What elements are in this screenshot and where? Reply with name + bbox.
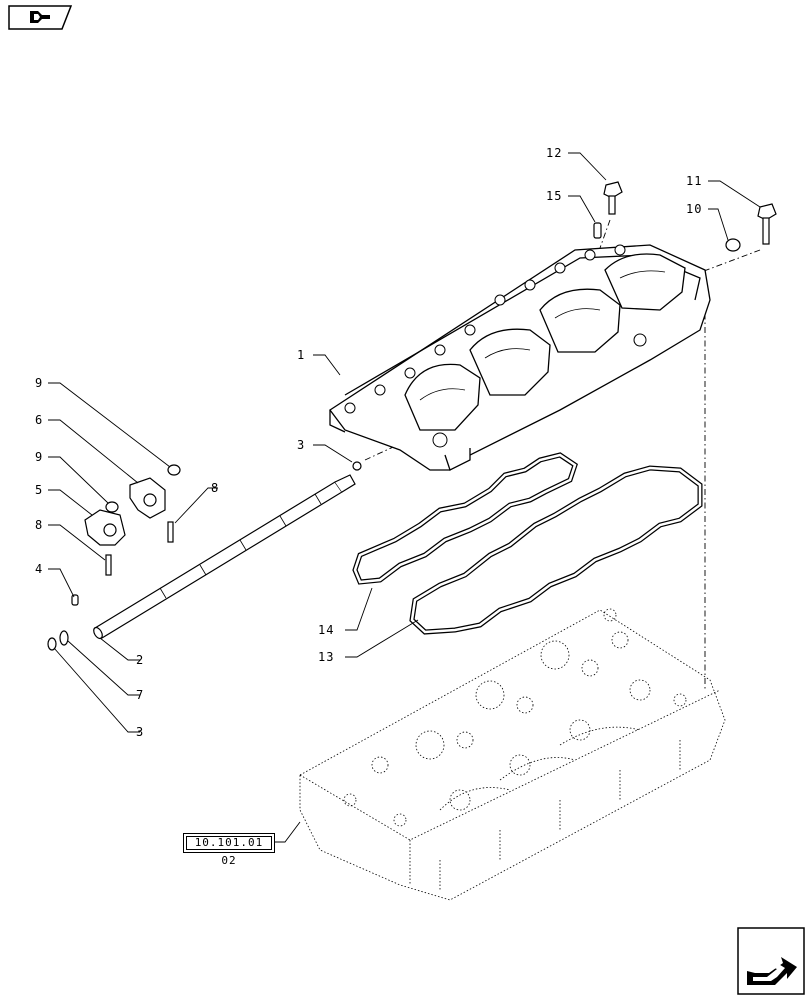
callout-5: 5 [35,483,43,497]
gasket-14 [352,452,578,585]
rocker-arm-6 [129,477,166,519]
next-page-arrow-icon [737,927,805,995]
adjusting-screw-8 [105,521,174,576]
callout-7: 7 [136,688,144,702]
callout-labels: 1 3 9 6 9 5 8 4 8 2 7 3 14 13 12 15 11 1… [35,146,702,739]
ring-3 [47,461,362,651]
previous-page-button[interactable] [8,5,73,30]
reference-link-box[interactable]: 10.101.01 02 [183,833,275,867]
callout-3-lower: 3 [136,725,144,739]
callout-10: 10 [686,202,702,216]
callout-3-upper: 3 [297,438,305,452]
callout-9-lower: 9 [35,450,43,464]
leader-lines [48,152,761,843]
callout-11: 11 [686,174,702,188]
callout-14: 14 [318,623,334,637]
plug-4 [71,594,79,606]
callout-4: 4 [35,562,43,576]
next-page-button[interactable] [737,927,805,995]
nut-9 [105,464,181,513]
dowel-15 [593,222,602,239]
rocker-shaft [93,474,356,640]
cylinder-head-reference [299,608,726,901]
callout-2: 2 [136,653,144,667]
callout-13: 13 [318,650,334,664]
ring-7 [59,630,69,646]
rocker-cover [329,244,711,471]
callout-12: 12 [546,146,562,160]
previous-page-arrow-icon [8,5,73,30]
callout-6: 6 [35,413,43,427]
callout-8-left: 8 [35,518,43,532]
plug-10 [725,238,741,252]
bolt-11 [757,203,777,245]
callout-9-upper: 9 [35,376,43,390]
bolt-12 [603,181,623,215]
callout-15: 15 [546,189,562,203]
callout-8-right: 8 [211,481,219,495]
rocker-arm-5 [84,509,126,546]
gasket-13 [409,465,703,635]
callout-1: 1 [297,348,305,362]
